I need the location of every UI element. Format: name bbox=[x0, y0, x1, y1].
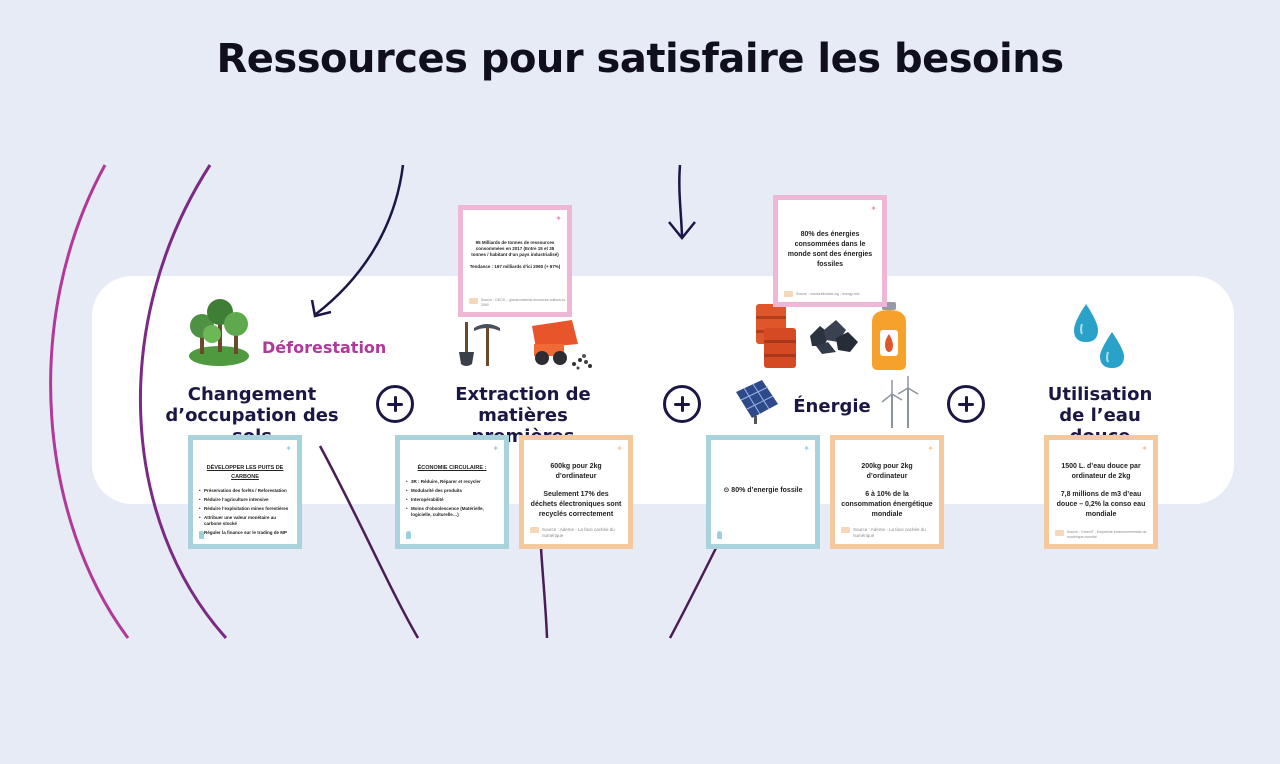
lightbulb-icon bbox=[199, 531, 204, 539]
card-eau: ✦ 1500 L. d’eau douce par ordinateur de … bbox=[1044, 435, 1158, 549]
butterfly-icon: ✦ bbox=[870, 204, 877, 213]
plus-icon-3 bbox=[947, 385, 985, 423]
fossile-pink-text: 80% des énergies consommées dans le mond… bbox=[787, 231, 873, 268]
card-dechets: ✦ 600kg pour 2kg d’ordinateur Seulement … bbox=[519, 435, 633, 549]
dechets-source: Source : Ademe - La face cachée du numér… bbox=[530, 527, 628, 539]
solar-panel-icon bbox=[736, 380, 778, 424]
fossile-blue-text: ⊝ 80% d’energie fossile bbox=[723, 487, 803, 494]
milliards-source: Source : OECD – global-material-resource… bbox=[469, 298, 567, 307]
puits-heading: DÉVELOPPER LES PUITS DE CARBONE bbox=[206, 465, 284, 480]
butterfly-icon: ✦ bbox=[616, 444, 623, 453]
butterfly-icon: ✦ bbox=[555, 214, 562, 223]
gas-bottle-icon bbox=[872, 302, 906, 370]
eau-source: Source : GreenIT - Empreinte environneme… bbox=[1055, 530, 1153, 539]
butterfly-icon: ✦ bbox=[927, 444, 934, 453]
puits-list: Préservation des forêts / Reforestation … bbox=[199, 488, 291, 536]
plus-icon-1 bbox=[376, 385, 414, 423]
list-item: Réduire l’exploitation mines forestières bbox=[199, 506, 291, 512]
shovel-pickaxe-icon bbox=[459, 322, 500, 366]
category-energie: Énergie bbox=[793, 396, 871, 417]
card-puits-carbone: ✦ DÉVELOPPER LES PUITS DE CARBONE Préser… bbox=[188, 435, 302, 549]
page-title: Ressources pour satisfaire les besoins bbox=[216, 36, 1065, 82]
arrow-center bbox=[678, 164, 684, 237]
coal-icon bbox=[810, 320, 858, 354]
card-fossile-blue: ✦ ⊝ 80% d’energie fossile bbox=[706, 435, 820, 549]
eau-text1: 1500 L. d’eau douce par ordinateur de 2k… bbox=[1061, 463, 1141, 480]
list-item: Préservation des forêts / Reforestation bbox=[199, 488, 291, 494]
curve-energie-down bbox=[668, 547, 718, 639]
list-item: Modularité des produits bbox=[406, 488, 498, 494]
dump-truck-icon bbox=[532, 320, 592, 370]
deforestation-label: Déforestation bbox=[262, 338, 387, 357]
butterfly-icon: ✦ bbox=[1141, 444, 1148, 453]
arrow-head-center bbox=[668, 221, 696, 240]
dechets-text1: 600kg pour 2kg d’ordinateur bbox=[550, 463, 602, 480]
trees-icon bbox=[189, 299, 249, 366]
list-item: Réduire l’agriculture intensive bbox=[199, 497, 291, 503]
circulaire-list: 3R : Réduire, Réparer et recycler Modula… bbox=[406, 479, 498, 518]
butterfly-icon: ✦ bbox=[803, 444, 810, 453]
butterfly-icon: ✦ bbox=[285, 444, 292, 453]
plus-icon-2 bbox=[663, 385, 701, 423]
card-consommation: ✦ 200kg pour 2kg d’ordinateur 6 à 10% de… bbox=[830, 435, 944, 549]
consommation-text1: 200kg pour 2kg d’ordinateur bbox=[861, 463, 913, 480]
circulaire-heading: ÉCONOMIE CIRCULAIRE : bbox=[417, 465, 487, 471]
consommation-text2: 6 à 10% de la consommation énergétique m… bbox=[841, 491, 933, 518]
card-economie-circulaire: ✦ ÉCONOMIE CIRCULAIRE : 3R : Réduire, Ré… bbox=[395, 435, 509, 549]
card-milliards: ✦ 95 Milliards de tonnes de ressources c… bbox=[458, 205, 572, 317]
dechets-text2: Seulement 17% des déchets électroniques … bbox=[530, 491, 622, 518]
card-fossile-pink: ✦ 80% des énergies consommées dans le mo… bbox=[773, 195, 887, 307]
milliards-text2: Tendance : 167 milliards d’ici 2060 (+ 6… bbox=[469, 264, 561, 269]
fossile-pink-source: Source : ourworldindata.org - energy-mix bbox=[784, 291, 859, 297]
lightbulb-icon bbox=[717, 531, 722, 539]
eau-text2: 7,8 millions de m3 d’eau douce – 0,2% la… bbox=[1056, 491, 1146, 518]
lightbulb-icon bbox=[406, 531, 411, 539]
wind-turbine-icon bbox=[881, 376, 919, 428]
butterfly-icon: ✦ bbox=[492, 444, 499, 453]
list-item: 3R : Réduire, Réparer et recycler bbox=[406, 479, 498, 485]
curve-extraction-down bbox=[539, 547, 549, 639]
water-drops-icon bbox=[1074, 304, 1124, 368]
oil-barrels-icon bbox=[756, 304, 796, 368]
category-sols: Changement d’occupation des sols bbox=[165, 384, 339, 447]
list-item: Moins d’obsolescence (Matérielle, logici… bbox=[406, 506, 498, 518]
list-item: Interopérabilité bbox=[406, 497, 498, 503]
list-item: Attribuer une valeur monétaire au carbon… bbox=[199, 515, 291, 527]
milliards-text1: 95 Milliards de tonnes de ressources con… bbox=[471, 240, 559, 257]
consommation-source: Source : Ademe - La face cachée du numér… bbox=[841, 527, 939, 539]
list-item: Réguler la finance sur le trading de MP bbox=[199, 530, 291, 536]
